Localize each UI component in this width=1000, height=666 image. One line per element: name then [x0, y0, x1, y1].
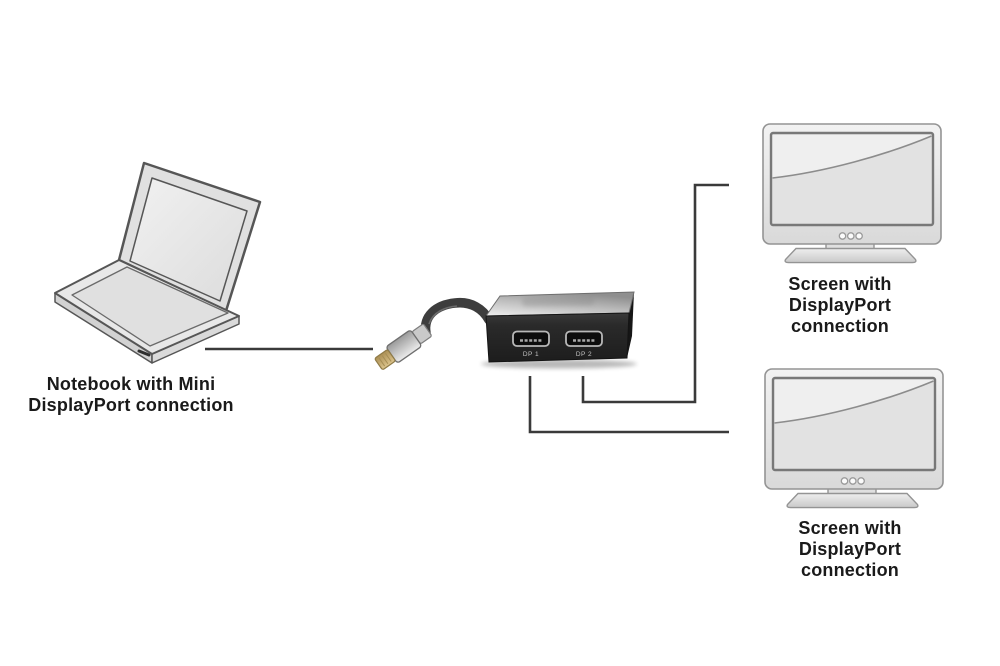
dp-port-2-label: DP 2	[576, 351, 592, 358]
adapter-side-face	[627, 292, 634, 358]
mini-displayport-plug-icon	[374, 323, 432, 370]
screen-bottom-label: Screen with DisplayPort connection	[750, 518, 950, 581]
adapter-front-face	[485, 312, 630, 363]
notebook-latch	[137, 349, 151, 357]
notebook-label-line1: Notebook with Mini	[46, 374, 216, 394]
line-dp2-to-top-screen	[581, 183, 729, 404]
dp-port-2: DP 2	[565, 330, 603, 358]
adapter-cable	[420, 297, 494, 338]
screen-top-label-line2: DisplayPort connection	[788, 295, 892, 336]
screen-top-label: Screen with DisplayPort connection	[740, 274, 940, 337]
dp-port-1-label: DP 1	[523, 351, 539, 358]
adapter-shadow	[481, 359, 637, 369]
embossed-brand-logo	[522, 296, 595, 307]
adapter-cable-highlight	[428, 305, 458, 325]
screen-top-illustration	[761, 122, 943, 264]
notebook-illustration	[54, 161, 262, 364]
screen-bottom-label-line1: Screen with	[798, 518, 902, 538]
dp-port-1: DP 1	[512, 330, 550, 358]
plug-tip-ridges	[378, 353, 392, 367]
screen-top-label-line1: Screen with	[788, 274, 892, 294]
screen-bottom-illustration	[763, 367, 945, 509]
connection-lines	[205, 183, 729, 434]
notebook-label: Notebook with Mini DisplayPort connectio…	[16, 374, 246, 416]
notebook-keyboard-area	[71, 266, 229, 347]
notebook-screen	[129, 177, 248, 302]
line-dp1-to-bottom-screen	[528, 376, 729, 434]
notebook-label-line2: DisplayPort connection	[28, 395, 234, 415]
screen-bottom-label-line2: DisplayPort connection	[798, 539, 902, 580]
adapter-illustration: DP 1 DP 2	[374, 291, 637, 370]
dp-port-2-socket-icon	[565, 330, 603, 347]
dp-port-1-socket-icon	[512, 330, 550, 347]
